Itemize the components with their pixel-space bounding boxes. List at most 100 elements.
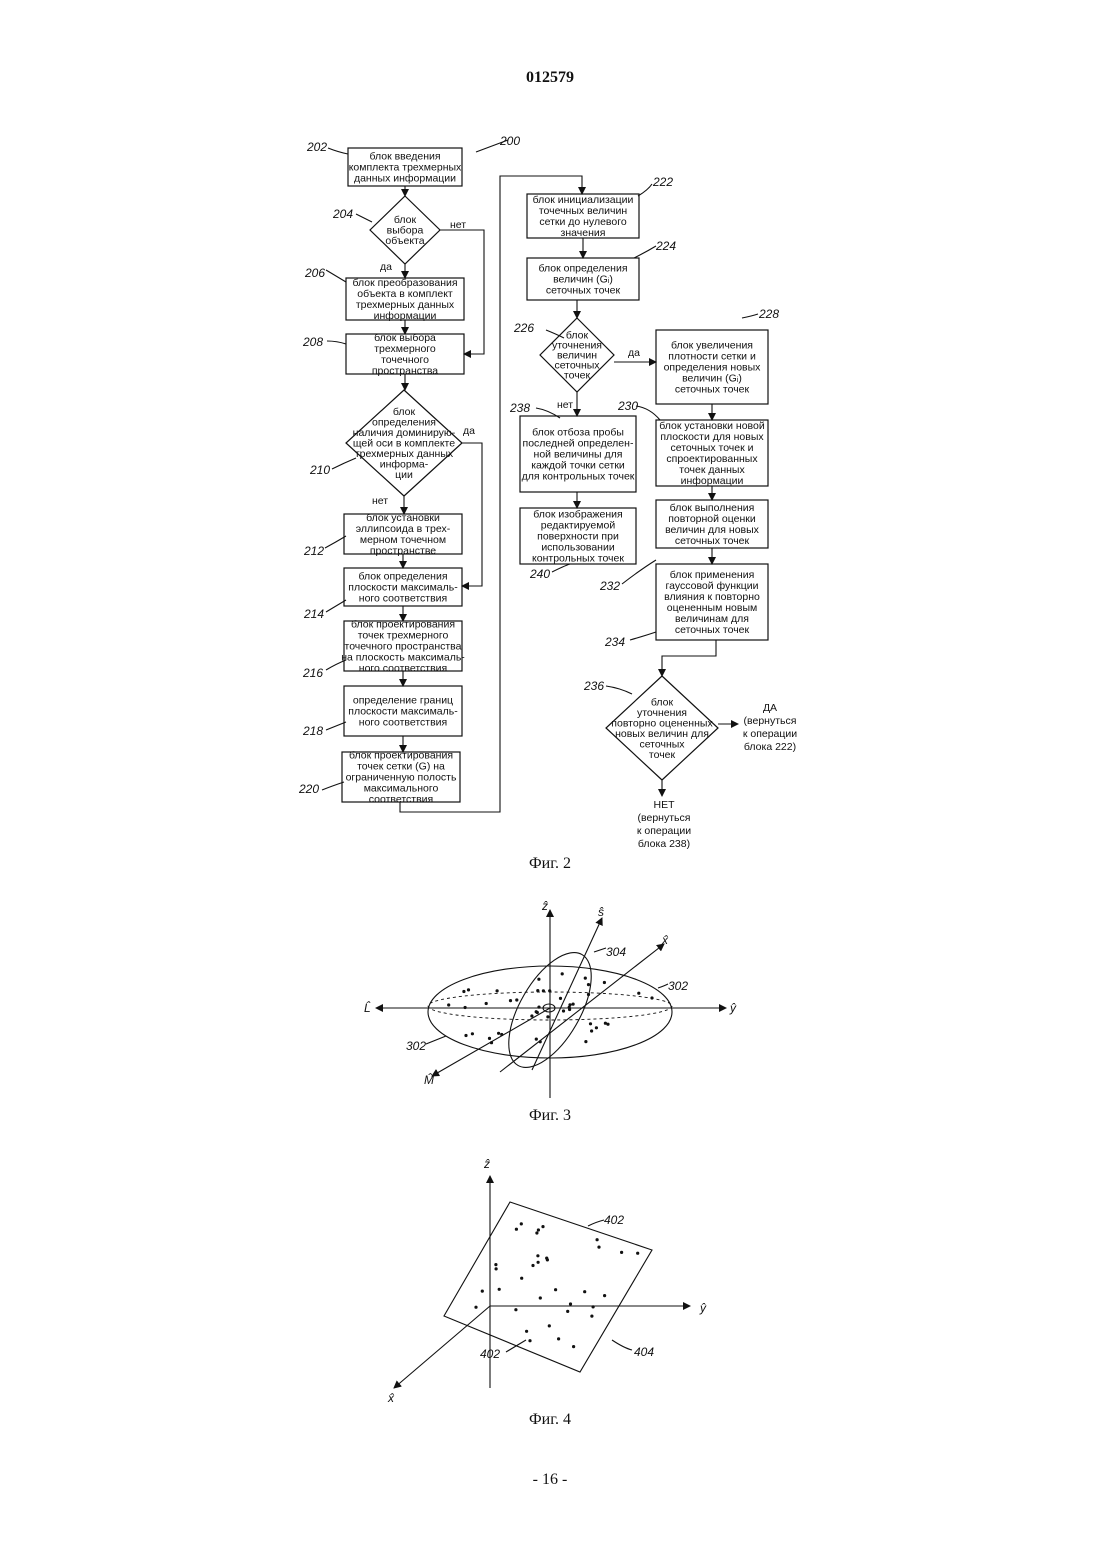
svg-text:(вернуться: (вернуться	[638, 812, 691, 824]
ref-302-right: 302	[668, 979, 688, 993]
ref-230: 230	[617, 399, 638, 413]
data-point	[595, 1026, 598, 1029]
block-236-line: точек	[649, 749, 676, 761]
block-232-text: блок выполненияповторной оценкивеличин д…	[665, 502, 760, 547]
ref-208: 208	[302, 335, 323, 349]
ref-222: 222	[652, 175, 673, 189]
data-point	[535, 1231, 538, 1234]
label-no-226: нет	[557, 399, 573, 411]
label-axis-M-fig3: M̂	[424, 1072, 434, 1087]
data-point	[542, 989, 545, 992]
data-point	[488, 1037, 491, 1040]
data-point	[569, 1302, 572, 1305]
ref-404: 404	[634, 1345, 654, 1359]
svg-text:(вернуться: (вернуться	[744, 715, 797, 727]
ref-210: 210	[309, 463, 330, 477]
ellipsoid-figure-3	[376, 910, 726, 1098]
ref-216: 216	[302, 666, 323, 680]
ref-202: 202	[306, 140, 327, 154]
data-point	[467, 988, 470, 991]
plane-points	[474, 1222, 639, 1348]
data-point	[548, 1324, 551, 1327]
data-point	[545, 1257, 548, 1260]
data-point	[525, 1330, 528, 1333]
label-axis-x-fig3: x̂	[661, 933, 669, 947]
block-226-line: точек	[564, 370, 591, 382]
ref-232: 232	[599, 579, 620, 593]
block-224-line: сеточных точек	[546, 285, 621, 297]
data-point	[636, 1252, 639, 1255]
data-point	[496, 989, 499, 992]
block-240-text: блок изображенияредактируемойповерхности…	[532, 509, 624, 565]
data-point	[494, 1263, 497, 1266]
data-point	[497, 1032, 500, 1035]
label-no-210: нет	[372, 495, 388, 507]
data-point	[520, 1222, 523, 1225]
ref-218: 218	[302, 724, 323, 738]
block-204-line: объекта	[385, 235, 424, 247]
data-point	[554, 1288, 557, 1291]
data-point	[515, 1228, 518, 1231]
data-point	[590, 1029, 593, 1032]
label-no-236: НЕТ (вернуться к операции блока 238)	[637, 799, 691, 850]
data-point	[583, 1290, 586, 1293]
page-number: - 16 -	[533, 1471, 568, 1488]
block-208-text: блок выборатрехмерноготочечногопространс…	[372, 332, 438, 377]
data-point	[535, 1038, 538, 1041]
ref-206: 206	[304, 266, 325, 280]
ref-226: 226	[513, 321, 534, 335]
data-point	[596, 1238, 599, 1241]
ref-214: 214	[303, 607, 324, 621]
data-point	[603, 1294, 606, 1297]
data-point	[562, 1009, 565, 1012]
ref-402-top: 402	[604, 1213, 624, 1227]
axis-x-fig4	[394, 1306, 490, 1388]
data-point	[509, 999, 512, 1002]
ref-304: 304	[606, 945, 626, 959]
block-238-text: блок отбоза пробыпоследней определен-ной…	[522, 427, 635, 483]
data-point	[572, 1003, 575, 1006]
data-point	[537, 1228, 540, 1231]
data-point	[464, 1006, 467, 1009]
block-240-line: контрольных точек	[532, 553, 624, 565]
label-yes-210: да	[463, 425, 475, 437]
data-point	[490, 1041, 493, 1044]
label-axis-L-fig3: L̂	[364, 1000, 371, 1015]
data-point	[537, 978, 540, 981]
block-232-line: сеточных точек	[675, 535, 750, 547]
ref-302-left: 302	[406, 1039, 426, 1053]
label-no-204: нет	[450, 219, 466, 231]
block-222-line: значения	[561, 227, 606, 239]
data-point	[572, 1345, 575, 1348]
data-point	[557, 1337, 560, 1340]
data-point	[539, 1040, 542, 1043]
data-point	[500, 1033, 503, 1036]
ref-220: 220	[298, 782, 319, 796]
block-206-line: информации	[374, 310, 437, 322]
ref-204: 204	[332, 207, 353, 221]
document-number: 012579	[526, 69, 574, 86]
block-212-line: пространстве	[370, 545, 436, 557]
svg-text:блока 238): блока 238)	[638, 838, 690, 850]
block-234-line: сеточных точек	[675, 624, 750, 636]
label-yes-236: ДА (вернуться к операции блока 222)	[743, 702, 797, 753]
data-point	[584, 1040, 587, 1043]
label-axis-x-fig4: x̂	[387, 1391, 395, 1405]
block-228-text: блок увеличенияплотности сетки иопределе…	[664, 340, 762, 396]
block-216-line: ного соответствия	[359, 663, 447, 675]
label-yes-204: да	[380, 261, 392, 273]
block-216-text: блок проектированияточек трехмерноготоче…	[341, 619, 465, 675]
data-point	[539, 1296, 542, 1299]
data-point	[462, 990, 465, 993]
block-220-line: соответствия	[369, 794, 433, 806]
data-point	[559, 997, 562, 1000]
ref-212: 212	[303, 544, 324, 558]
block-218-text: определение границплоскости максималь-но…	[348, 695, 458, 729]
svg-text:ДА: ДА	[763, 702, 777, 714]
data-point	[546, 1015, 549, 1018]
data-point	[537, 1006, 540, 1009]
block-214-line: ного соответствия	[359, 593, 447, 605]
label-yes-226: да	[628, 347, 640, 359]
label-axis-z-fig4: ẑ	[483, 1157, 490, 1171]
label-axis-s-fig3: ŝ	[598, 905, 604, 919]
